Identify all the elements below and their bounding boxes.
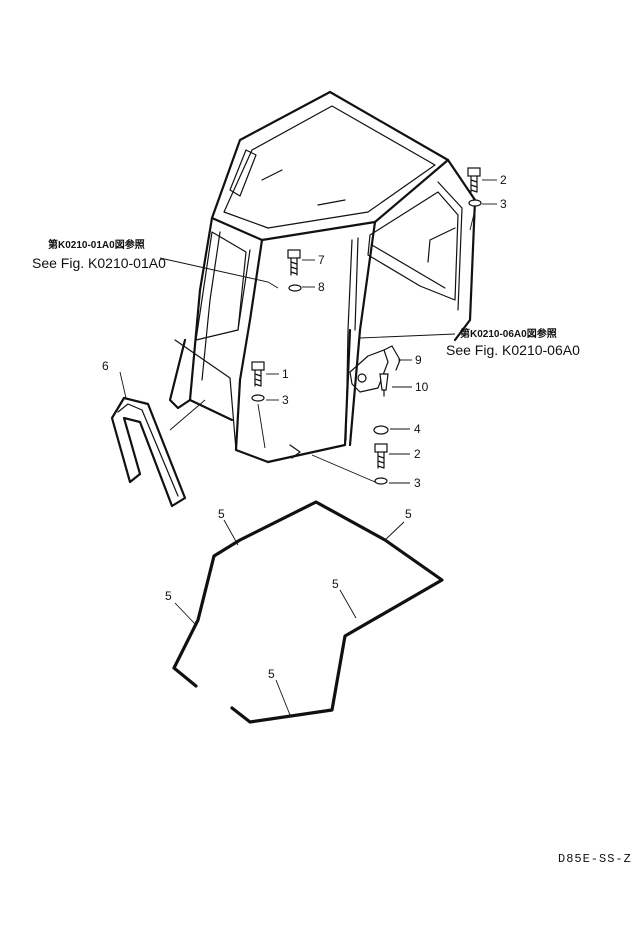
bolt-1 <box>251 361 265 387</box>
callout-5-c: 5 <box>165 589 172 603</box>
callout-2-top: 2 <box>500 173 507 187</box>
leader-6-frame <box>169 399 206 431</box>
leader-ref-left <box>159 257 279 289</box>
bolt-2-top <box>467 167 481 193</box>
leader-ref-right <box>359 333 456 339</box>
callout-9: 9 <box>415 353 422 367</box>
bolt-7 <box>287 249 301 276</box>
leader-5d <box>339 589 357 619</box>
cab-frame <box>168 90 477 464</box>
callout-10: 10 <box>415 380 429 394</box>
washer-3-top <box>468 199 482 207</box>
callout-4: 4 <box>414 422 421 436</box>
washer-3-mid <box>251 394 265 402</box>
callout-3-top: 3 <box>500 197 507 211</box>
callout-6: 6 <box>102 359 109 373</box>
leader-1-frame <box>257 403 266 449</box>
leader-5b <box>384 521 405 541</box>
bolt-2-lower <box>374 443 388 469</box>
callout-5-d: 5 <box>332 577 339 591</box>
u-seal-part-6 <box>110 371 187 508</box>
washer-8 <box>288 284 302 292</box>
washer-3-lower <box>374 477 388 485</box>
callout-5-b: 5 <box>405 507 412 521</box>
callout-5-a: 5 <box>218 507 225 521</box>
plug-4 <box>373 425 389 435</box>
callout-3-lower: 3 <box>414 476 421 490</box>
ref-left-en: See Fig. K0210-01A0 <box>32 255 166 271</box>
leader-5c <box>174 602 197 626</box>
ref-right-en: See Fig. K0210-06A0 <box>446 342 580 358</box>
callout-2-lower: 2 <box>414 447 421 461</box>
callout-1: 1 <box>282 367 289 381</box>
seal-strips-part-5 <box>172 500 444 724</box>
callout-3-mid: 3 <box>282 393 289 407</box>
pin-10 <box>379 373 389 397</box>
leader-2-frame <box>311 454 376 483</box>
leader-5e <box>275 679 291 716</box>
drawing-code: D85E-SS-Z <box>558 852 632 866</box>
callout-7: 7 <box>318 253 325 267</box>
ref-right-jp: 第K0210-06A0図参照 <box>460 327 557 340</box>
callout-5-e: 5 <box>268 667 275 681</box>
leader-3-frame <box>469 209 476 231</box>
leader-5a <box>223 519 239 546</box>
callout-8: 8 <box>318 280 325 294</box>
ref-left-jp: 第K0210-01A0図参照 <box>48 238 145 251</box>
